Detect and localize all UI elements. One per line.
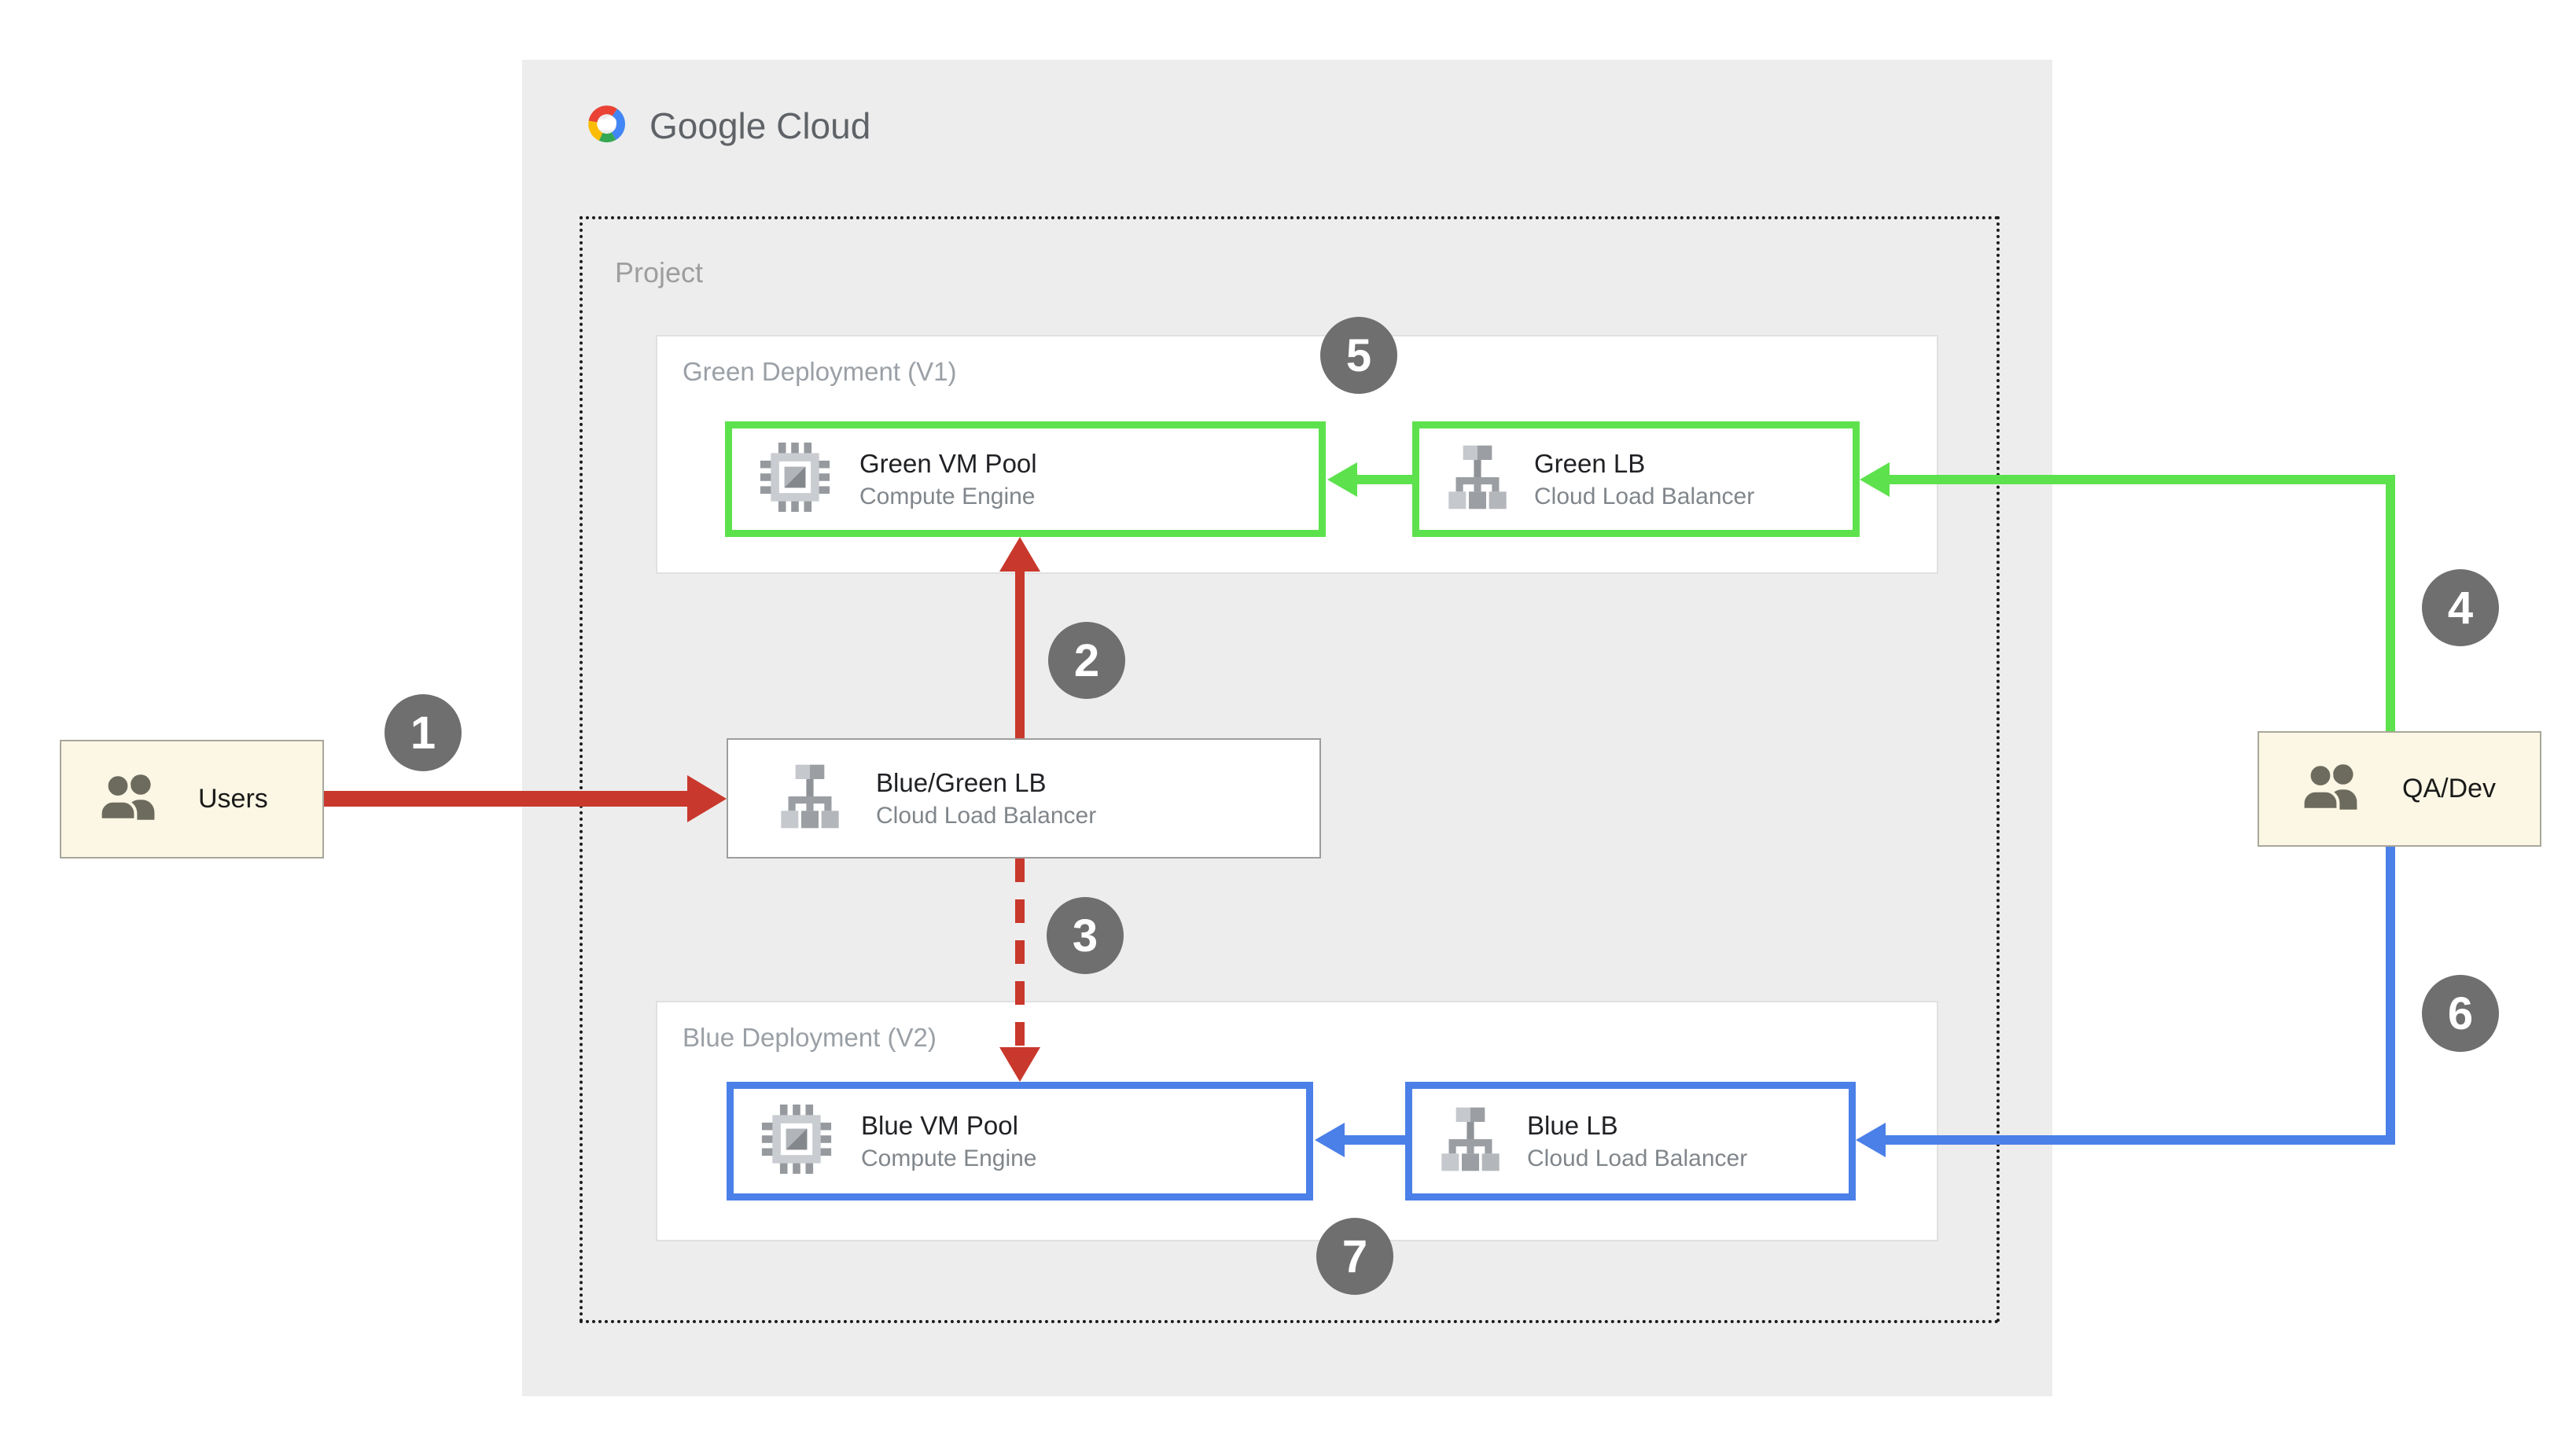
blue-vm-pool-node: Blue VM Pool Compute Engine bbox=[727, 1082, 1313, 1201]
google-cloud-logo: Google Cloud bbox=[582, 102, 870, 149]
blue-deployment-label: Blue Deployment (V2) bbox=[683, 1023, 937, 1052]
line-qadev-to-blue-lb-horizontal bbox=[1884, 1135, 2395, 1145]
users-label: Users bbox=[198, 784, 268, 814]
project-label: Project bbox=[615, 256, 704, 289]
green-lb-title: Green LB bbox=[1534, 448, 1646, 478]
cloud-load-balancer-icon bbox=[1436, 1105, 1505, 1178]
step-badge-1: 1 bbox=[385, 694, 462, 771]
blue-green-lb-subtitle: Cloud Load Balancer bbox=[876, 802, 1097, 829]
step-badge-3: 3 bbox=[1047, 897, 1124, 974]
compute-engine-icon bbox=[760, 1103, 833, 1179]
arrow-qadev-to-blue-lb-head bbox=[1856, 1123, 1886, 1157]
step-badge-4: 4 bbox=[2422, 569, 2499, 646]
blue-green-lb-node: Blue/Green LB Cloud Load Balancer bbox=[727, 738, 1321, 859]
arrow-qadev-to-green-lb-head bbox=[1860, 462, 1890, 497]
qa-dev-actor-card: QA/Dev bbox=[2258, 731, 2541, 847]
arrow-lb-to-blue-vm-head bbox=[999, 1047, 1040, 1082]
green-deployment-label: Green Deployment (V1) bbox=[683, 357, 957, 386]
blue-lb-title: Blue LB bbox=[1527, 1110, 1618, 1140]
qa-dev-label: QA/Dev bbox=[2402, 774, 2497, 803]
users-icon bbox=[98, 772, 164, 826]
green-lb-node: Green LB Cloud Load Balancer bbox=[1412, 421, 1860, 537]
blue-lb-subtitle: Cloud Load Balancer bbox=[1527, 1145, 1748, 1171]
line-qadev-to-green-lb-horizontal bbox=[1888, 475, 2395, 484]
arrow-lb-to-blue-vm-dashed bbox=[1015, 859, 1025, 1047]
compute-engine-icon bbox=[759, 441, 831, 517]
blue-vm-pool-subtitle: Compute Engine bbox=[861, 1145, 1037, 1171]
project-boundary bbox=[580, 216, 2000, 1323]
blue-vm-pool-title: Blue VM Pool bbox=[861, 1110, 1018, 1140]
arrow-lb-to-green-vm-head bbox=[999, 537, 1040, 572]
cloud-load-balancer-icon bbox=[1443, 443, 1512, 516]
green-vm-pool-subtitle: Compute Engine bbox=[859, 483, 1036, 509]
users-actor-card: Users bbox=[60, 740, 324, 859]
step-badge-2: 2 bbox=[1048, 622, 1125, 699]
users-icon bbox=[2300, 762, 2366, 816]
step-badge-6: 6 bbox=[2422, 975, 2499, 1052]
arrow-blue-lb-to-blue-vm bbox=[1345, 1135, 1409, 1145]
blue-lb-node: Blue LB Cloud Load Balancer bbox=[1405, 1082, 1856, 1201]
arrow-green-lb-to-green-vm-head bbox=[1327, 462, 1357, 497]
green-vm-pool-node: Green VM Pool Compute Engine bbox=[725, 421, 1326, 537]
blue-green-lb-title: Blue/Green LB bbox=[876, 767, 1047, 797]
arrow-lb-to-green-vm bbox=[1015, 568, 1025, 738]
arrow-users-to-lb-head bbox=[687, 775, 727, 822]
line-qadev-to-blue-lb-vertical bbox=[2386, 847, 2395, 1145]
line-qadev-to-green-lb-vertical bbox=[2386, 480, 2395, 733]
arrow-users-to-lb bbox=[324, 791, 690, 807]
green-vm-pool-title: Green VM Pool bbox=[859, 448, 1037, 478]
cloud-load-balancer-icon bbox=[775, 762, 845, 835]
step-badge-7: 7 bbox=[1316, 1218, 1393, 1295]
green-lb-subtitle: Cloud Load Balancer bbox=[1534, 483, 1755, 509]
step-badge-5: 5 bbox=[1320, 317, 1397, 394]
arrow-blue-lb-to-blue-vm-head bbox=[1315, 1123, 1345, 1157]
google-cloud-logo-text: Google Cloud bbox=[650, 105, 871, 146]
google-cloud-logo-icon bbox=[582, 102, 634, 149]
arrow-green-lb-to-green-vm bbox=[1354, 475, 1415, 484]
